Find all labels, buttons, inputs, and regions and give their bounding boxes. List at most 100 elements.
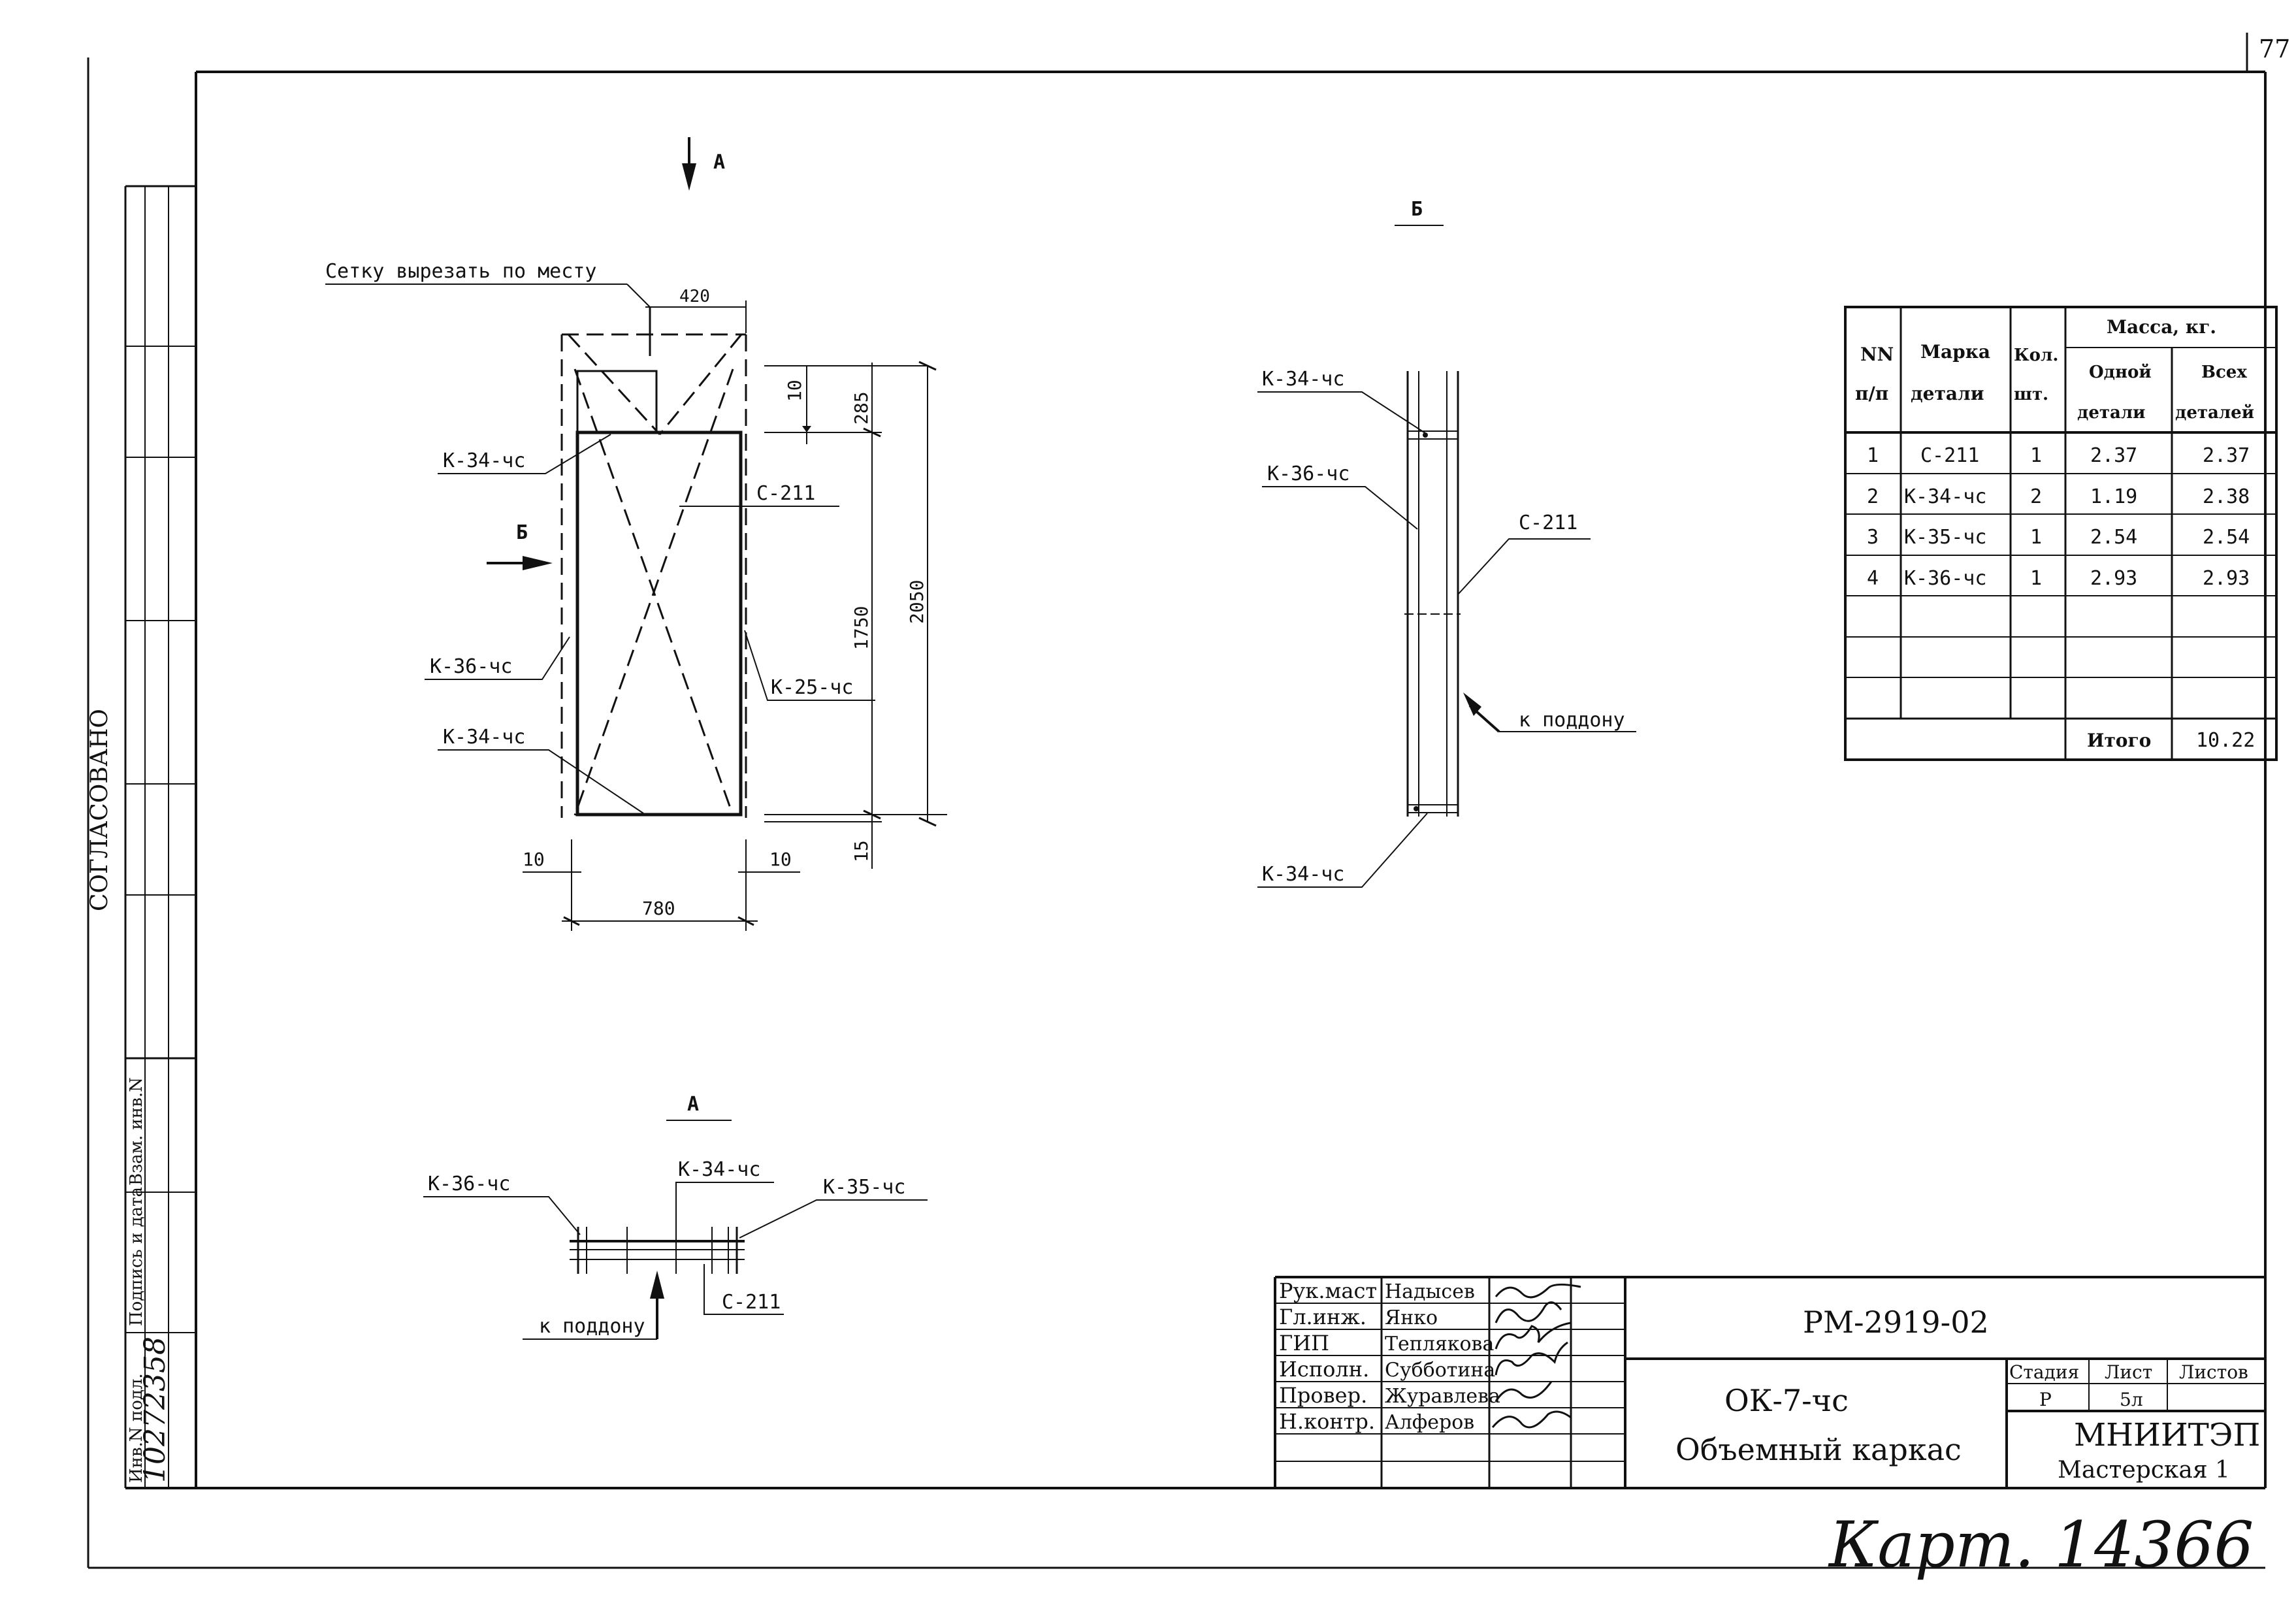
th-qty-top: Кол. bbox=[2014, 346, 2058, 365]
svg-text:2.54: 2.54 bbox=[2203, 526, 2250, 549]
signatures bbox=[1491, 1284, 1581, 1429]
org-name: МНИИТЭП bbox=[2074, 1417, 2260, 1453]
svg-text:2: 2 bbox=[1867, 485, 1879, 508]
th-mark-top: Марка bbox=[1920, 341, 1990, 363]
dim-10-right: 10 bbox=[769, 849, 792, 870]
stage-value: Р bbox=[2039, 1389, 2052, 1410]
spec-table-row: 2 К-34-чс 2 1.19 2.38 bbox=[1867, 485, 2250, 508]
svg-text:2.54: 2.54 bbox=[2090, 526, 2137, 549]
label-k34-top: К-34-чс bbox=[443, 449, 525, 472]
view-b-label-c211: С-211 bbox=[1519, 511, 1577, 534]
vertical-dimensions bbox=[764, 361, 947, 869]
doc-code: РМ-2919-02 bbox=[1803, 1305, 1989, 1340]
sheet-number: 77 bbox=[2259, 35, 2290, 63]
person-name: Алферов bbox=[1385, 1411, 1474, 1434]
svg-text:2.93: 2.93 bbox=[2090, 567, 2137, 590]
th-num-top: NN bbox=[1860, 344, 1894, 365]
dim-10-top: 10 bbox=[784, 380, 805, 402]
dim-780: 780 bbox=[642, 898, 675, 919]
svg-text:1.19: 1.19 bbox=[2090, 485, 2137, 508]
note-cut-mesh: Сетку вырезать по месту bbox=[325, 260, 596, 283]
role-label: Провер. bbox=[1279, 1383, 1367, 1408]
sign-date-label: Подпись и дата bbox=[127, 1187, 146, 1326]
view-a-label-k36: К-36-чс bbox=[428, 1173, 510, 1195]
workshop-name: Мастерская 1 bbox=[2058, 1457, 2230, 1484]
horizontal-dimensions bbox=[523, 839, 800, 931]
view-a-title: А bbox=[687, 1093, 699, 1116]
label-c211: С-211 bbox=[756, 482, 815, 505]
section-a-marker: А bbox=[713, 151, 725, 174]
vzam-inv-label: Взам. инв.N bbox=[127, 1077, 146, 1186]
dim-285: 285 bbox=[850, 391, 872, 425]
th-num-bottom: п/п bbox=[1855, 383, 1888, 404]
view-b-label-k36: К-36-чс bbox=[1267, 462, 1350, 485]
view-a-label-k34: К-34-чс bbox=[678, 1158, 760, 1181]
approval-label: СОГЛАСОВАНО bbox=[86, 709, 113, 911]
doc-title-line1: ОК-7-чс bbox=[1724, 1383, 1849, 1418]
svg-text:1: 1 bbox=[2030, 567, 2042, 590]
svg-text:1: 1 bbox=[2030, 526, 2042, 549]
spec-table-row: 4 К-36-чс 1 2.93 2.93 bbox=[1867, 567, 2250, 590]
sheets-label: Листов bbox=[2179, 1361, 2248, 1383]
role-label: Гл.инж. bbox=[1279, 1305, 1366, 1329]
person-name: Надысев bbox=[1385, 1280, 1475, 1303]
sheet-label: Лист bbox=[2105, 1361, 2152, 1383]
svg-text:К-34-чс: К-34-чс bbox=[1904, 485, 1986, 508]
person-name: Янко bbox=[1385, 1306, 1438, 1329]
svg-text:2.93: 2.93 bbox=[2203, 567, 2250, 590]
svg-text:С-211: С-211 bbox=[1920, 444, 1979, 467]
section-b-marker: Б bbox=[516, 521, 528, 544]
role-label: ГИП bbox=[1279, 1331, 1329, 1355]
svg-text:2.37: 2.37 bbox=[2090, 444, 2137, 467]
role-label: Рук.маст bbox=[1279, 1278, 1377, 1303]
view-b bbox=[1404, 371, 1461, 817]
svg-text:3: 3 bbox=[1867, 526, 1879, 549]
svg-text:2: 2 bbox=[2030, 485, 2042, 508]
sheet-value: 5л bbox=[2120, 1389, 2143, 1410]
th-mass: Масса, кг. bbox=[2107, 316, 2216, 338]
person-name: Субботина bbox=[1385, 1359, 1495, 1382]
th-qty-bottom: шт. bbox=[2014, 385, 2048, 404]
view-a bbox=[570, 1227, 745, 1274]
svg-text:1: 1 bbox=[1867, 444, 1879, 467]
title-block-grid bbox=[1274, 1276, 2265, 1488]
svg-text:К-36-чс: К-36-чс bbox=[1904, 567, 1986, 590]
view-b-title: Б bbox=[1411, 198, 1423, 221]
svg-text:4: 4 bbox=[1867, 567, 1879, 590]
inv-orig-label: Инв.N подл. bbox=[127, 1373, 146, 1483]
dim-1750: 1750 bbox=[850, 606, 872, 650]
svg-text:1: 1 bbox=[2030, 444, 2042, 467]
left-side-stamp bbox=[124, 185, 196, 1488]
view-a-label-to-pallet: к поддону bbox=[539, 1315, 645, 1338]
dim-420: 420 bbox=[679, 287, 710, 306]
svg-text:К-35-чс: К-35-чс bbox=[1904, 526, 1986, 549]
th-mark-bottom: детали bbox=[1911, 383, 1984, 404]
spec-table-row: 3 К-35-чс 1 2.54 2.54 bbox=[1867, 526, 2250, 549]
role-label: Исполн. bbox=[1279, 1357, 1369, 1382]
view-a-label-k35: К-35-чс bbox=[823, 1176, 905, 1199]
role-label: Н.контр. bbox=[1279, 1409, 1375, 1434]
label-k25: К-25-чс bbox=[771, 676, 853, 699]
main-view bbox=[487, 137, 747, 818]
th-all-top: Всех bbox=[2201, 363, 2247, 382]
spec-table-grid bbox=[1844, 306, 2278, 761]
label-k34-bottom: К-34-чс bbox=[443, 726, 525, 749]
dim-15: 15 bbox=[850, 840, 872, 862]
view-b-label-k34-top: К-34-чс bbox=[1262, 368, 1344, 391]
th-one-top: Одной bbox=[2089, 363, 2152, 382]
person-name: Журавлева bbox=[1385, 1385, 1500, 1408]
label-k36: К-36-чс bbox=[430, 655, 512, 678]
spec-total-label: Итого bbox=[2087, 730, 2151, 751]
dim-2050: 2050 bbox=[906, 580, 928, 624]
inv-orig-value: 10272358 bbox=[138, 1337, 172, 1483]
doc-title-line2: Объемный каркас bbox=[1675, 1432, 1962, 1467]
handwritten-archive-number: Карт. 14366 bbox=[1828, 1508, 2254, 1581]
view-b-label-to-pallet: к поддону bbox=[1519, 709, 1625, 732]
dim-10-left: 10 bbox=[523, 849, 545, 870]
view-b-label-k34-bottom: К-34-чс bbox=[1262, 863, 1344, 886]
view-a-label-c211: С-211 bbox=[722, 1291, 781, 1314]
spec-total-value: 10.22 bbox=[2196, 729, 2255, 752]
th-all-bottom: деталей bbox=[2175, 403, 2254, 423]
svg-text:2.37: 2.37 bbox=[2203, 444, 2250, 467]
